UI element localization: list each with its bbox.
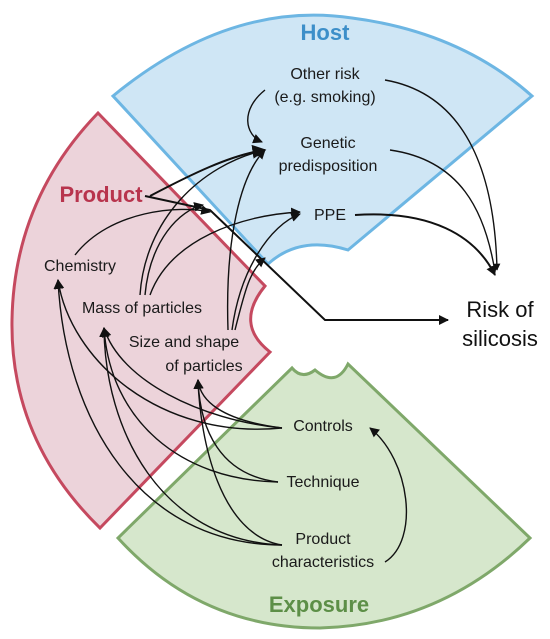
- ppe-label: PPE: [314, 207, 346, 224]
- arrow-size-to-host-edge: [234, 257, 266, 331]
- controls-label: Controls: [293, 418, 353, 435]
- genetic-predisposition-label: predisposition: [279, 158, 378, 175]
- arrow-size-to-genetic: [226, 149, 266, 331]
- product-characteristics-label-2: characteristics: [272, 554, 374, 571]
- arrow-size-to-ppe: [231, 212, 301, 331]
- arrow-mass-to-genetic: [139, 147, 266, 296]
- host-sector: [110, 13, 535, 267]
- arrow-product-char-to-chemistry: [53, 279, 283, 546]
- arrow-controls-to-mass: [101, 327, 283, 429]
- arrow-product-to-genetic: [149, 144, 267, 197]
- product-sector: [10, 110, 273, 531]
- size-shape-particles-label: of particles: [165, 358, 242, 375]
- other-risk-label: Other risk: [290, 66, 360, 83]
- chemistry-label: Chemistry: [44, 258, 116, 275]
- arrow-product-char-to-controls: [369, 427, 408, 563]
- arrow-controls-to-chemistry: [54, 279, 283, 430]
- arrow-product-char-to-size: [193, 379, 283, 546]
- risk-of-label: Risk of: [466, 297, 534, 322]
- product-characteristics-label-1: Product: [295, 531, 351, 548]
- technique-label: Technique: [287, 474, 360, 491]
- exposure-sector: [115, 361, 533, 630]
- host-title: Host: [301, 20, 351, 45]
- arrow-other-risk-to-genetic: [247, 89, 266, 144]
- product-title: Product: [59, 182, 143, 207]
- silicosis-label: silicosis: [462, 326, 538, 351]
- arrow-other-risk-to-outcome: [384, 79, 501, 271]
- arrow-mass-to-product-link: [144, 202, 204, 296]
- genetic-label: Genetic: [300, 135, 355, 152]
- arrow-mass-to-ppe: [149, 207, 301, 296]
- arrow-ppe-to-outcome: [354, 213, 496, 276]
- arrow-technique-to-mass: [99, 327, 279, 483]
- arrow-product-char-to-mass: [99, 327, 283, 546]
- exposure-title: Exposure: [269, 592, 369, 617]
- other-risk-example-label: (e.g. smoking): [274, 89, 375, 106]
- arrow-genetic-to-outcome: [389, 149, 498, 273]
- mass-of-particles-label: Mass of particles: [82, 300, 202, 317]
- size-shape-label: Size and shape: [129, 334, 239, 351]
